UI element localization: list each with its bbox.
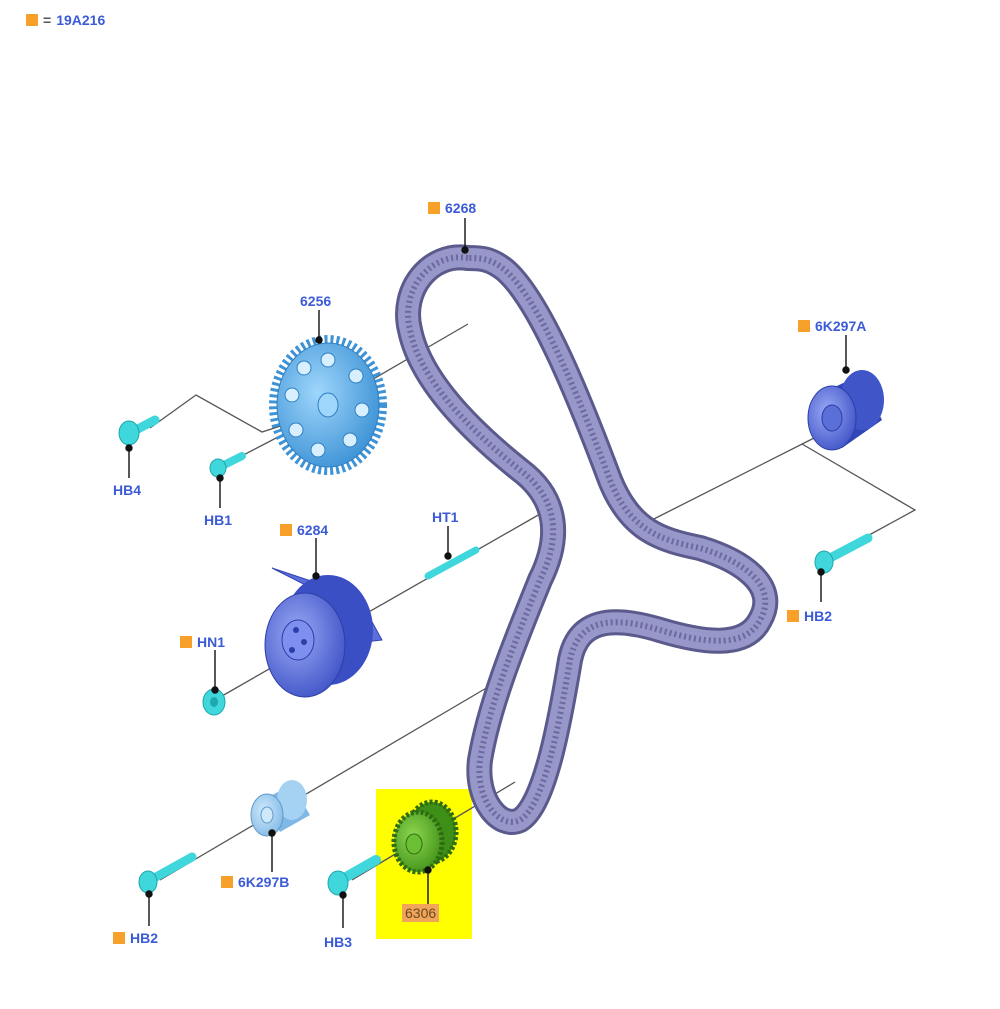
crankshaft-sprocket[interactable] xyxy=(391,799,459,875)
label-bolt-hb2-left[interactable]: HB2 xyxy=(113,930,158,946)
marker-square-icon xyxy=(26,14,38,26)
callout-leaders xyxy=(125,218,850,928)
bolt-hb2-left[interactable] xyxy=(138,852,197,894)
marker-square-icon xyxy=(798,320,810,332)
bolt-hb2-right[interactable] xyxy=(814,533,873,574)
label-cam-sprocket[interactable]: 6256 xyxy=(300,293,332,309)
timing-belt xyxy=(395,244,779,835)
label-belt[interactable]: 6268 xyxy=(428,200,476,216)
label-bolt-hb2-right[interactable]: HB2 xyxy=(787,608,832,624)
bolt-hb1[interactable] xyxy=(209,452,246,478)
stud-ht1[interactable] xyxy=(424,546,480,580)
legend: =19A216 xyxy=(26,12,105,28)
bolt-hb3[interactable] xyxy=(327,855,381,896)
marker-square-icon xyxy=(428,202,440,214)
label-tensioner[interactable]: 6284 xyxy=(280,522,328,538)
lower-idler-pulley[interactable] xyxy=(250,780,310,837)
label-nut-hn1[interactable]: HN1 xyxy=(180,634,225,650)
legend-equals: = xyxy=(43,12,52,28)
marker-square-icon xyxy=(787,610,799,622)
label-upper-idler[interactable]: 6K297A xyxy=(798,318,866,334)
tensioner-pulley[interactable] xyxy=(264,567,383,698)
label-bolt-hb3[interactable]: HB3 xyxy=(324,934,353,950)
marker-square-icon xyxy=(221,876,233,888)
legend-code: 19A216 xyxy=(56,12,106,28)
label-lower-idler[interactable]: 6K297B xyxy=(221,874,289,890)
marker-square-icon xyxy=(180,636,192,648)
upper-idler-pulley[interactable] xyxy=(807,370,884,451)
label-crank-sprocket[interactable]: 6306 xyxy=(402,904,440,922)
bolt-hb4[interactable] xyxy=(118,415,160,446)
marker-square-icon xyxy=(113,932,125,944)
cam-sprocket[interactable] xyxy=(269,335,387,475)
marker-square-icon xyxy=(280,524,292,536)
label-stud-ht1[interactable]: HT1 xyxy=(432,509,459,525)
label-bolt-hb4[interactable]: HB4 xyxy=(113,482,142,498)
label-bolt-hb1[interactable]: HB1 xyxy=(204,512,233,528)
